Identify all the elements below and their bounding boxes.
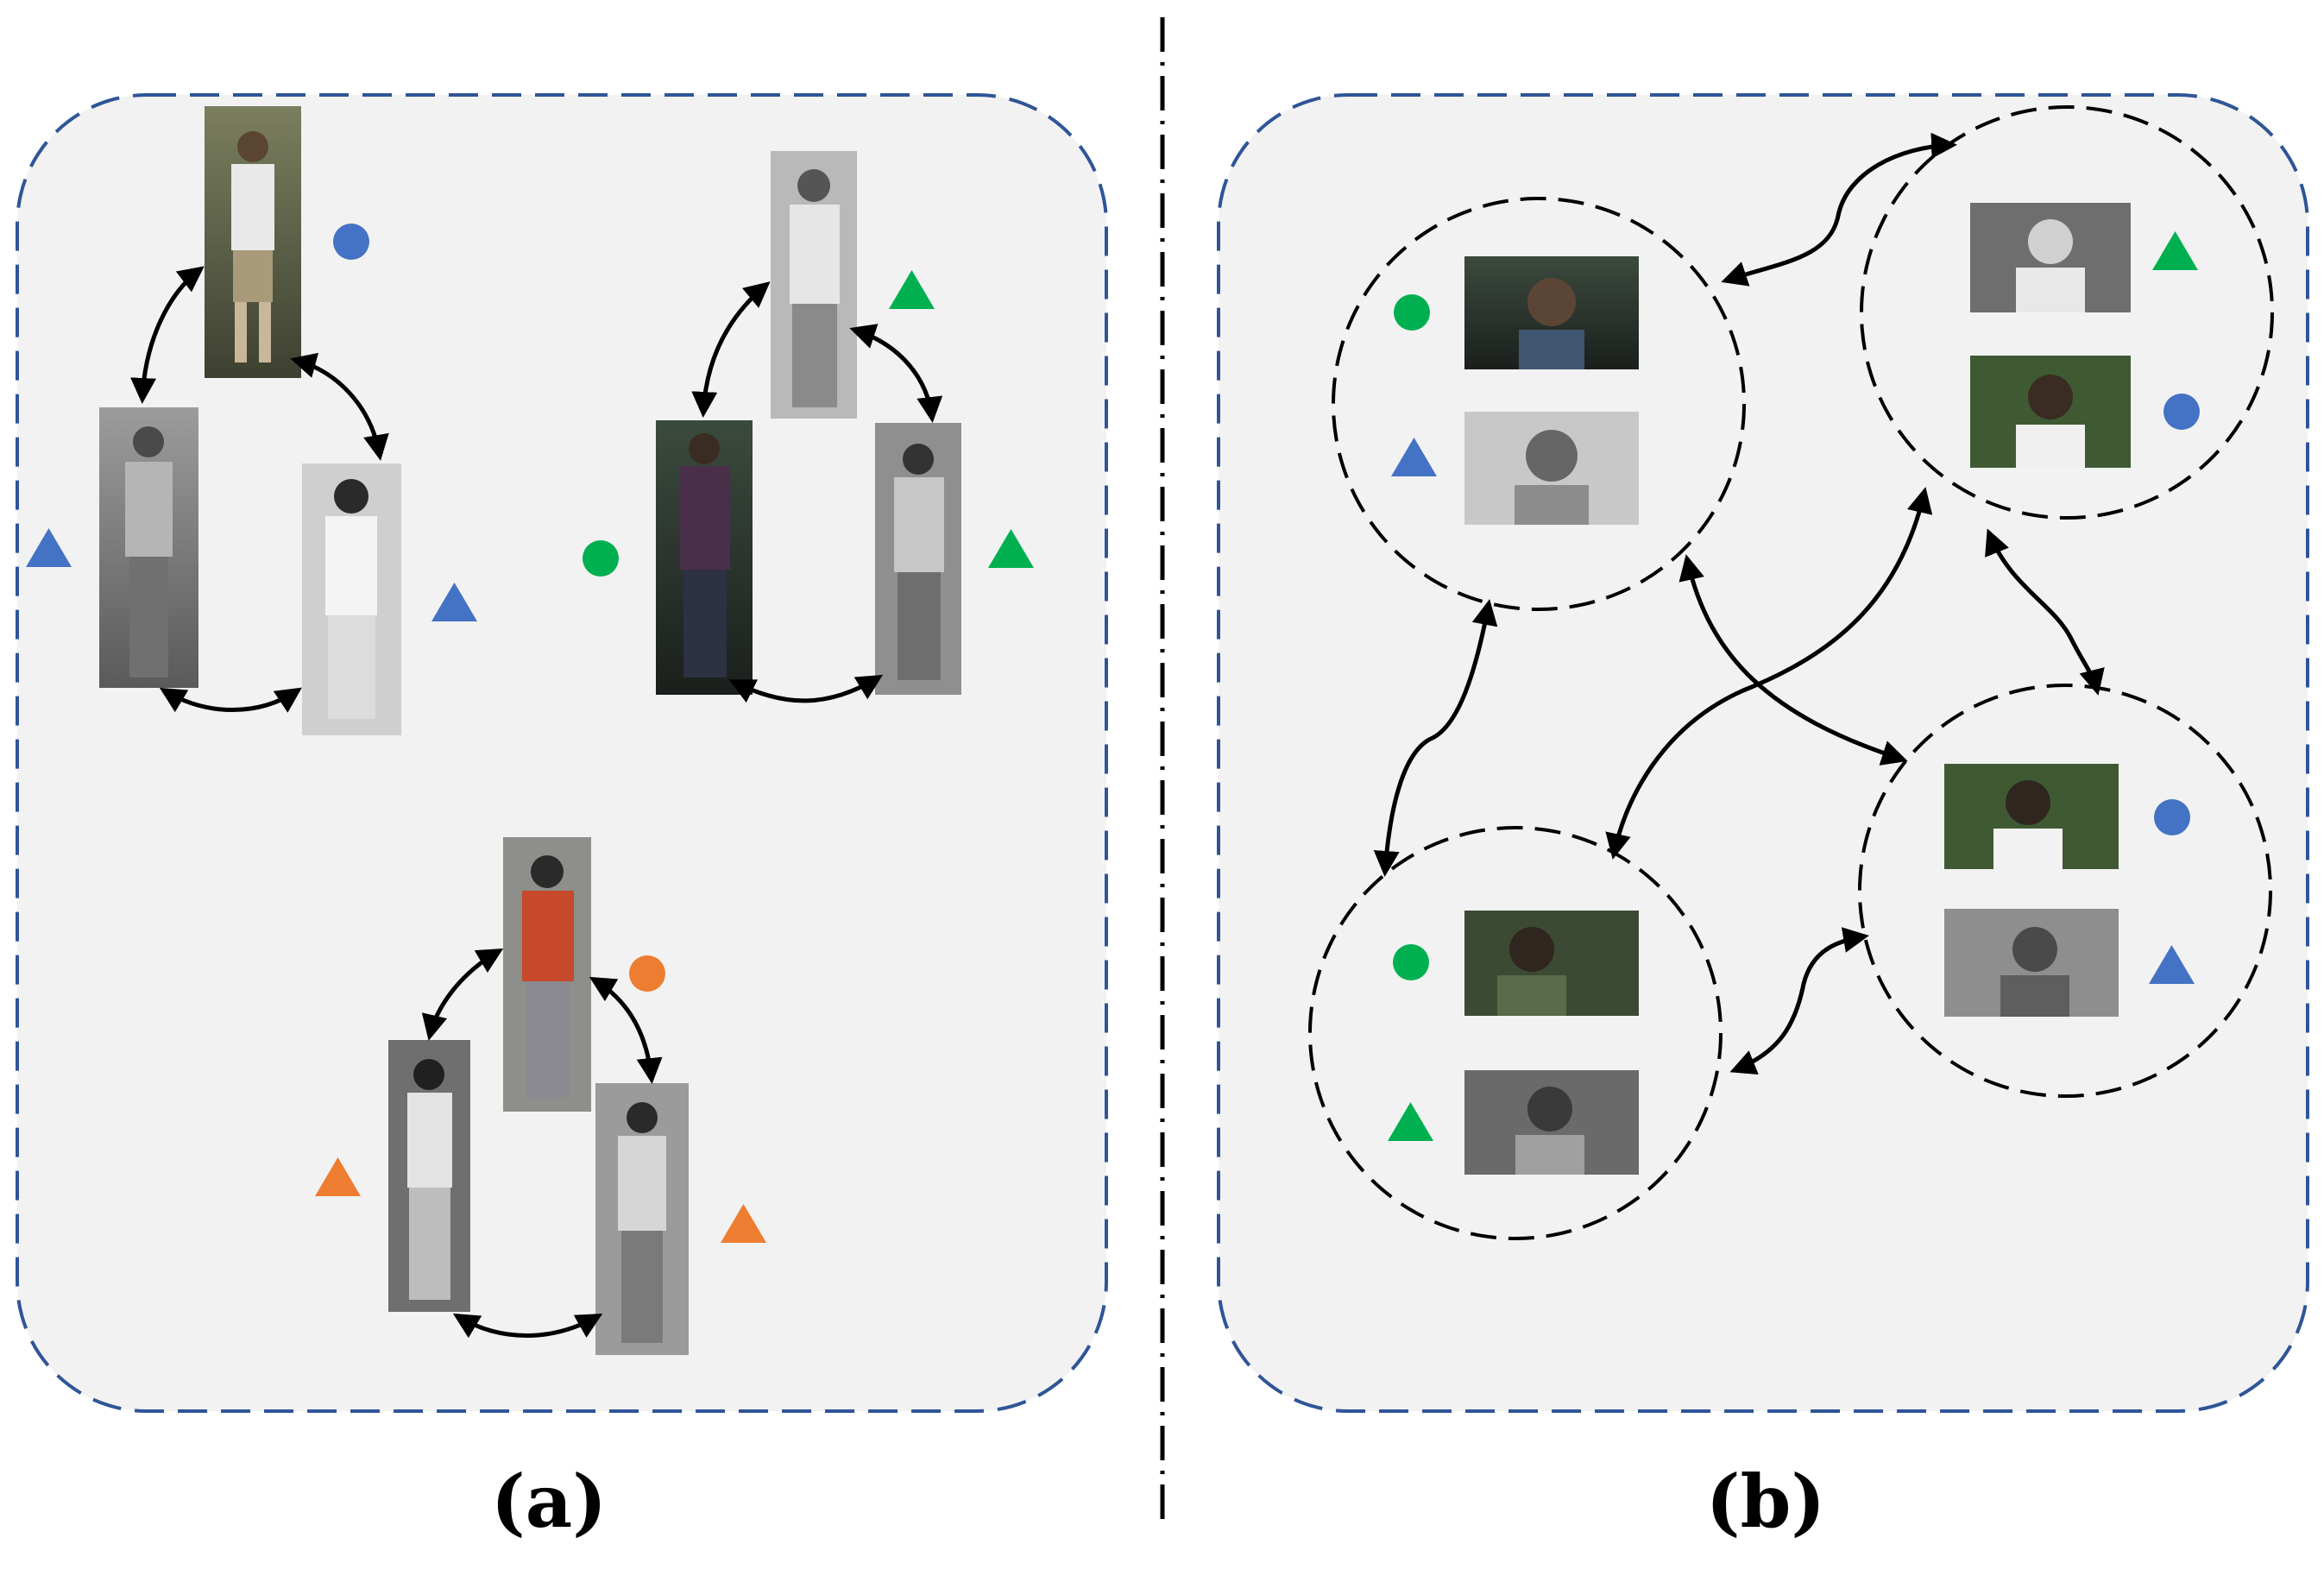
person-image-ir-4 xyxy=(875,423,961,695)
group-blue-a xyxy=(26,106,477,735)
green-triangle-marker xyxy=(1388,1102,1433,1141)
arrow-a6 xyxy=(728,674,884,703)
arrow-a1 xyxy=(130,266,205,404)
green-circle-marker xyxy=(583,540,619,577)
panel-a-background xyxy=(16,93,1108,1413)
arrow-a7 xyxy=(421,948,504,1041)
blue-circle-marker xyxy=(333,224,369,260)
arrow-a4 xyxy=(691,281,771,418)
orange-triangle-marker xyxy=(721,1204,766,1243)
person-image-vis-3 xyxy=(503,837,591,1112)
arrow-a9 xyxy=(452,1313,603,1339)
arrow-c1-c3 xyxy=(1373,599,1498,877)
panel-a-label: (a) xyxy=(491,1459,607,1544)
person-image-ir-5 xyxy=(388,1040,470,1312)
person-image-ir-3 xyxy=(771,151,857,419)
blue-triangle-marker xyxy=(26,528,72,567)
blue-circle-marker xyxy=(2163,394,2200,430)
face-image-ir-c3 xyxy=(1464,1070,1639,1175)
arrow-c3-c4 xyxy=(1729,927,1869,1075)
green-circle-marker xyxy=(1393,944,1429,980)
orange-triangle-marker xyxy=(315,1157,361,1196)
face-image-vis-c4 xyxy=(1944,764,2119,869)
arrow-c2-c4 xyxy=(1985,528,2105,696)
green-triangle-marker xyxy=(2152,231,2198,270)
face-image-vis-c3 xyxy=(1464,911,1639,1016)
person-image-vis-2 xyxy=(656,420,753,695)
person-image-ir-2 xyxy=(302,463,401,735)
panel-b-label: (b) xyxy=(1705,1459,1826,1544)
face-image-ir-c2 xyxy=(1970,203,2131,312)
person-image-ir-1 xyxy=(99,407,198,688)
blue-triangle-marker xyxy=(2149,945,2195,984)
group-orange-a xyxy=(315,837,766,1355)
arrow-c1-c2 xyxy=(1721,132,1957,287)
person-image-vis-1 xyxy=(205,106,301,378)
person-image-ir-6 xyxy=(595,1083,689,1355)
arrow-c2-c3 xyxy=(1605,487,1933,860)
green-triangle-marker xyxy=(988,529,1034,568)
green-triangle-marker xyxy=(889,270,935,309)
blue-triangle-marker xyxy=(1391,438,1437,476)
cluster-2 xyxy=(1860,105,2274,520)
group-green-a xyxy=(583,151,1034,703)
blue-triangle-marker xyxy=(431,583,477,621)
blue-circle-marker xyxy=(2154,799,2190,835)
face-image-vis-c1 xyxy=(1464,256,1639,369)
face-image-ir-c1 xyxy=(1464,412,1639,525)
face-image-ir-c4 xyxy=(1944,909,2119,1017)
face-image-vis-c2 xyxy=(1970,356,2131,468)
cluster-3 xyxy=(1308,826,1723,1240)
arrow-a3 xyxy=(159,687,302,713)
panel-b-background xyxy=(1217,93,2309,1413)
arrow-a2 xyxy=(290,352,389,461)
arrow-a5 xyxy=(849,324,943,423)
green-circle-marker xyxy=(1394,294,1430,331)
orange-circle-marker xyxy=(629,955,665,992)
arrow-a8 xyxy=(589,976,663,1084)
